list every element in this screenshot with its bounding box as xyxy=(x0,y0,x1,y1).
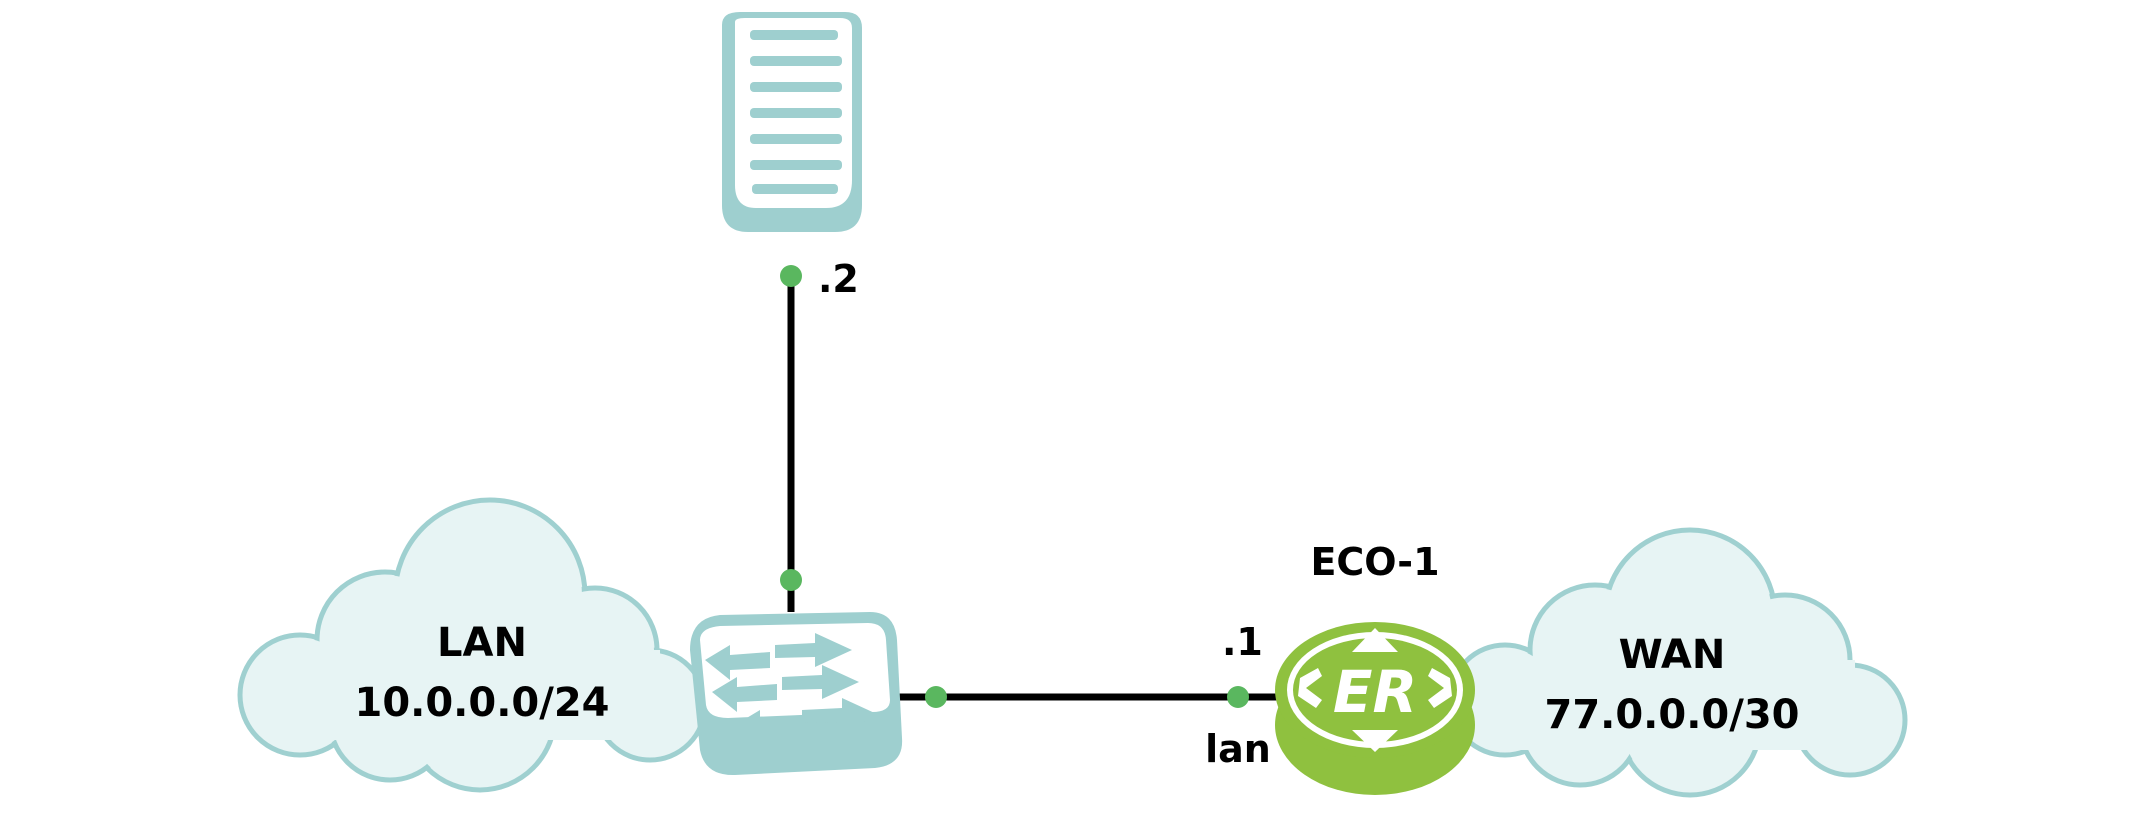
router-name-label: ECO-1 xyxy=(1310,540,1439,584)
lan-cloud xyxy=(237,497,708,793)
router-ip-label: .1 xyxy=(1222,620,1263,664)
lan-name-label: LAN xyxy=(437,620,527,666)
port-dot-switch-up[interactable] xyxy=(780,569,802,591)
lan-subnet-label: 10.0.0.0/24 xyxy=(354,680,609,726)
wan-cloud xyxy=(1447,527,1908,798)
wan-subnet-label: 77.0.0.0/30 xyxy=(1544,692,1799,738)
port-dot-server[interactable] xyxy=(780,265,802,287)
port-dot-switch-right[interactable] xyxy=(925,686,947,708)
router-icon[interactable]: ER xyxy=(1275,622,1475,795)
router-interface-label: lan xyxy=(1205,727,1271,771)
wan-name-label: WAN xyxy=(1619,632,1726,678)
port-dot-router-lan[interactable] xyxy=(1227,686,1249,708)
router-logo-text: ER xyxy=(1333,658,1417,726)
switch-icon[interactable] xyxy=(690,612,903,776)
server-icon[interactable] xyxy=(722,12,862,232)
server-ip-label: .2 xyxy=(818,257,859,301)
